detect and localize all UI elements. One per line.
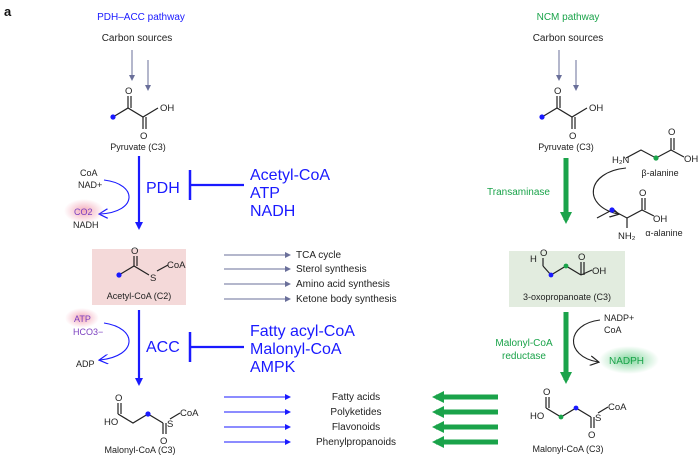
pdh-cofactor-coa: CoA (80, 168, 98, 178)
atom-o: O (115, 393, 122, 404)
acetyl-coa-label: Acetyl-CoA (C2) (107, 291, 172, 301)
pdh-cofactor-nad: NAD+ (78, 180, 102, 190)
pdh-product-co2: CO2 (74, 207, 93, 217)
acetyl-carbon-dot (116, 272, 122, 278)
acc-inhibitor-3: AMPK (250, 359, 296, 376)
acc-output-adp: ADP (76, 359, 95, 369)
atom-nh2: NH₂ (618, 231, 636, 242)
atom-ho: HO (530, 411, 544, 422)
transaminase-label: Transaminase (487, 187, 550, 198)
atom-coa: CoA (180, 408, 199, 419)
atom-o: O (140, 131, 147, 142)
alpha-alanine-carbon-dot (609, 207, 615, 213)
product-1: Fatty acids (332, 392, 380, 403)
oxopropanoate-label: 3-oxopropanoate (C3) (523, 292, 611, 302)
reductase-label-1: Malonyl-CoA (495, 338, 553, 349)
atom-o: O (554, 86, 561, 97)
atom-o: O (125, 86, 132, 97)
atom-o: O (639, 188, 646, 199)
left-pyruvate-structure (112, 96, 159, 129)
atom-s: S (595, 413, 601, 424)
atom-oh: OH (589, 103, 603, 114)
panel-label: a (4, 4, 12, 19)
alpha-alanine-structure (596, 198, 655, 228)
nadph-highlight (599, 346, 659, 374)
right-malonyl-structure (545, 397, 609, 428)
right-pyruvate-structure (541, 96, 588, 129)
fate-1: TCA cycle (296, 250, 341, 261)
acc-input-atp: ATP (74, 314, 91, 324)
atom-o: O (160, 436, 167, 447)
pdh-product-nadh: NADH (73, 220, 99, 230)
acetyl-coa-structure (118, 256, 169, 276)
pdh-inhibitor-1: Acetyl-CoA (250, 167, 330, 184)
fate-4: Ketone body synthesis (296, 294, 397, 305)
reductase-side-arrow (573, 319, 600, 362)
atom-o: O (569, 131, 576, 142)
right-malonyl-carbon-dot-1 (558, 414, 564, 420)
product-4: Phenylpropanoids (316, 437, 396, 448)
transaminase-side-arrow (592, 167, 627, 214)
right-malonyl-carbon-dot-2 (573, 405, 579, 411)
acc-inhibitor-1: Fatty acyl-CoA (250, 323, 355, 340)
left-malonyl-label: Malonyl-CoA (C3) (104, 445, 175, 455)
atom-o: O (578, 252, 585, 263)
right-pyruvate-label: Pyruvate (C3) (538, 142, 594, 152)
atom-oh: OH (592, 266, 606, 277)
pdh-inhibitor-2: ATP (250, 185, 280, 202)
atom-h2n: H₂N (612, 155, 630, 166)
co2-highlight (64, 199, 104, 223)
right-pathway-title: NCM pathway (537, 12, 600, 23)
atom-o: O (131, 246, 138, 257)
fate-3: Amino acid synthesis (296, 279, 390, 290)
atom-ho: HO (104, 417, 118, 428)
atom-oh: OH (653, 214, 667, 225)
left-carbon-sources: Carbon sources (102, 33, 173, 44)
pdh-side-arrow (100, 179, 130, 214)
left-malonyl-structure (117, 403, 181, 434)
oxopropanoate-box (509, 251, 625, 307)
atom-o: O (588, 430, 595, 441)
right-malonyl-label: Malonyl-CoA (C3) (532, 444, 603, 454)
right-carbon-sources: Carbon sources (533, 33, 604, 44)
acc-inhibitor-2: Malonyl-CoA (250, 341, 342, 358)
right-pyruvate-carbon-dot (539, 114, 545, 120)
left-pyruvate-carbon-dot (110, 114, 116, 120)
beta-alanine-structure (625, 138, 685, 159)
atp-highlight (65, 308, 99, 328)
product-2: Polyketides (330, 407, 381, 418)
reductase-label-2: reductase (502, 351, 546, 362)
atom-o: O (540, 248, 547, 259)
atom-s: S (167, 419, 173, 430)
left-pathway-title: PDH–ACC pathway (97, 12, 185, 23)
atom-coa: CoA (167, 260, 186, 271)
left-pyruvate-label: Pyruvate (C3) (110, 142, 166, 152)
oxopropanoate-structure (542, 258, 593, 276)
reductase-cofactor-coa: CoA (604, 325, 622, 335)
acetyl-coa-box (92, 249, 186, 305)
beta-alanine-carbon-dot (653, 155, 659, 161)
reductase-cofactor-nadp: NADP+ (604, 313, 634, 323)
alpha-alanine-label: α-alanine (645, 228, 682, 238)
oxopropanoate-carbon-dot-2 (563, 263, 569, 269)
atom-oh: OH (160, 103, 174, 114)
atom-oh: OH (684, 154, 698, 165)
beta-alanine-label: β-alanine (641, 168, 678, 178)
fate-2: Sterol synthesis (296, 264, 367, 275)
atom-coa: CoA (608, 402, 627, 413)
atom-o: O (668, 127, 675, 138)
left-malonyl-carbon-dot (145, 411, 151, 417)
oxopropanoate-carbon-dot-1 (548, 272, 554, 278)
reductase-output-nadph: NADPH (609, 356, 644, 367)
product-3: Flavonoids (332, 422, 380, 433)
atom-s: S (150, 273, 156, 284)
pdh-inhibitor-3: NADH (250, 203, 295, 220)
atom-o: O (543, 387, 550, 398)
acc-label: ACC (146, 339, 180, 356)
acc-input-hco3: HCO3− (73, 327, 103, 337)
acc-side-arrow (100, 322, 130, 360)
pdh-label: PDH (146, 180, 180, 197)
atom-h: H (530, 254, 537, 265)
